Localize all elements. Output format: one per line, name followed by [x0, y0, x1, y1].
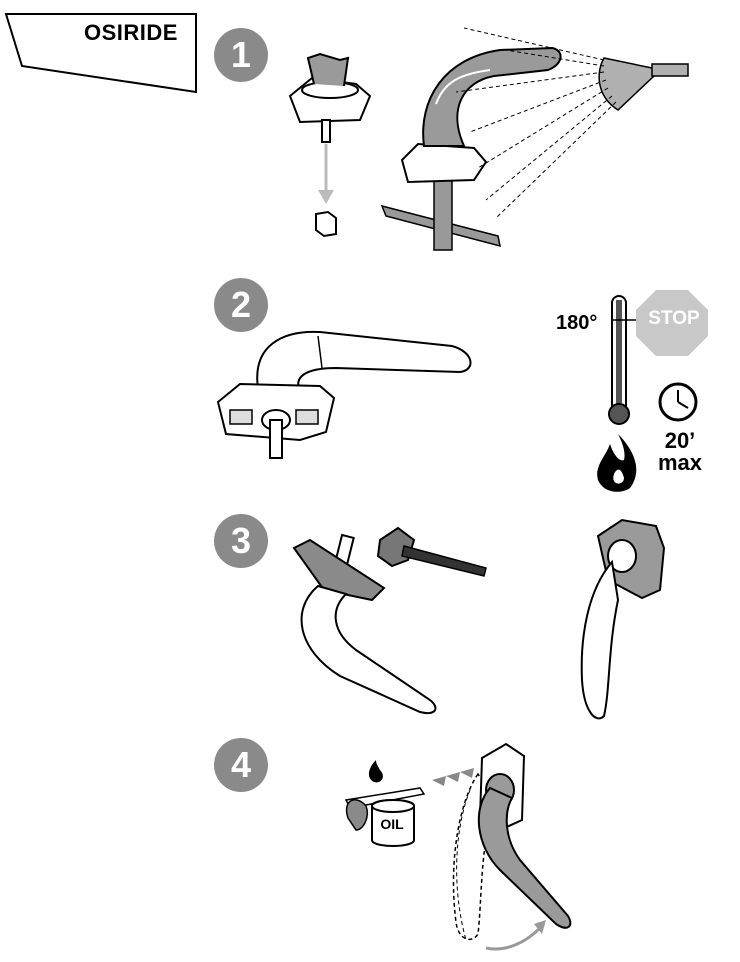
temperature-label: 180°	[556, 312, 598, 334]
time-limit-label: 20’ max	[652, 430, 708, 474]
brand-name: OSIRIDE	[84, 20, 178, 45]
time-value: 20’	[664, 428, 696, 453]
step-2-badge: 2	[214, 278, 268, 332]
step4-handle-movement	[452, 742, 572, 951]
brand-frame	[4, 13, 197, 94]
step1-handle-insert	[288, 52, 372, 238]
step-1-badge: 1	[214, 28, 268, 82]
oil-can-label: OIL	[380, 816, 404, 832]
step3-handle-mallet	[292, 526, 487, 714]
time-unit: max	[657, 450, 703, 475]
step-4-badge: 4	[214, 738, 268, 792]
step1-handle-spray	[380, 27, 689, 251]
stop-sign-label: STOP	[648, 308, 700, 329]
brand-label: OSIRIDE	[0, 0, 200, 100]
step4-oil-can	[344, 760, 474, 847]
step-3-badge: 3	[214, 514, 268, 568]
step2-handle-backplate	[216, 330, 472, 459]
step3-handle-mounted	[580, 518, 666, 720]
